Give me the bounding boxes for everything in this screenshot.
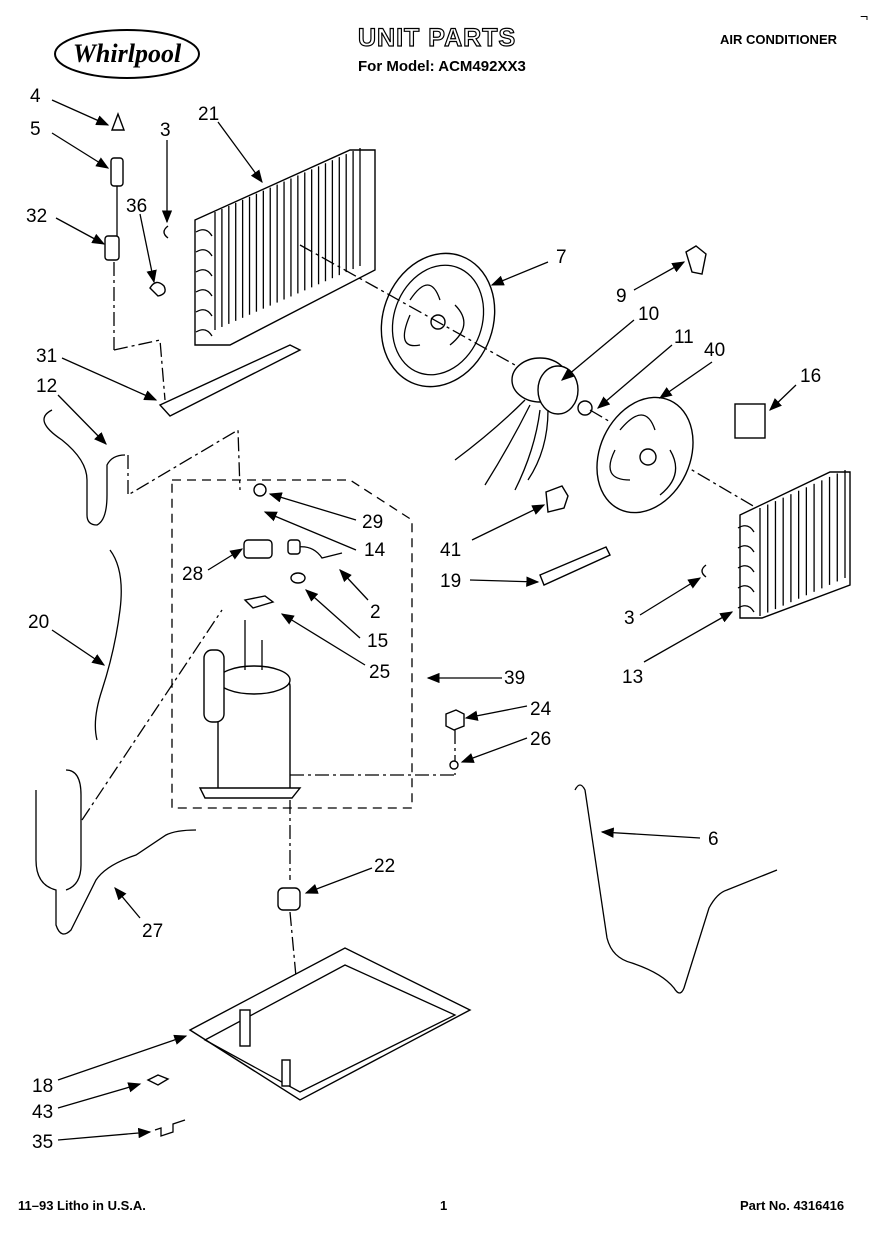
- heater-harness: [94, 549, 122, 741]
- callout-22: 22: [374, 856, 395, 877]
- leader-lines: [51, 99, 797, 1141]
- compressor-grommet: [277, 887, 301, 911]
- whirlpool-logo: Whirlpool: [54, 29, 200, 79]
- callout-39: 39: [504, 668, 525, 689]
- service-valve-assembly: [104, 112, 126, 350]
- callout-numbers: 4 5 32 3 36 21 7 9 10 11 40 16 31 12 29 …: [26, 86, 821, 1153]
- grommet-part: [290, 572, 306, 584]
- clip-part-36: [149, 281, 166, 297]
- clip-part-3b: [701, 564, 707, 578]
- callout-14: 14: [364, 540, 386, 561]
- callout-13: 13: [622, 667, 643, 688]
- screw-part: [146, 1074, 170, 1086]
- callout-25: 25: [369, 662, 390, 683]
- callout-2: 2: [370, 602, 381, 623]
- callout-7: 7: [556, 247, 567, 268]
- callout-3: 3: [160, 120, 171, 141]
- callout-9: 9: [616, 286, 627, 307]
- callout-32: 32: [26, 206, 47, 227]
- callout-29: 29: [362, 512, 383, 533]
- footer-print-info: 11–93 Litho in U.S.A.: [18, 1198, 146, 1213]
- nut-part: [253, 483, 267, 497]
- callout-16: 16: [800, 366, 821, 387]
- washer-part: [449, 760, 459, 770]
- strap-part: [154, 1119, 186, 1137]
- callout-4: 4: [30, 86, 41, 107]
- compressor-assembly-box: [171, 479, 413, 809]
- callout-18: 18: [32, 1076, 53, 1097]
- callout-19: 19: [440, 571, 461, 592]
- callout-24: 24: [530, 699, 552, 720]
- page-title: UNIT PARTS: [357, 23, 517, 52]
- callout-43: 43: [32, 1102, 53, 1123]
- callout-10: 10: [638, 304, 659, 325]
- callout-40: 40: [704, 340, 725, 361]
- evaporator-drain-tray: [158, 344, 302, 417]
- callout-26: 26: [530, 729, 551, 750]
- terminal-cover: [243, 539, 273, 559]
- fan-motor: [454, 357, 593, 491]
- model-line: For Model: ACM492XX3: [358, 58, 526, 75]
- category-label: AIR CONDITIONER: [720, 32, 837, 47]
- drain-tube: [574, 784, 778, 994]
- callout-36: 36: [126, 196, 147, 217]
- callout-28: 28: [182, 564, 203, 585]
- suction-tube: [43, 409, 126, 526]
- base-pan: [188, 947, 472, 1101]
- callout-15: 15: [367, 631, 388, 652]
- callout-41: 41: [440, 540, 461, 561]
- overload-protector: [287, 539, 301, 555]
- callout-20: 20: [28, 612, 49, 633]
- compressor: [198, 620, 302, 799]
- corner-mark: ¬: [860, 8, 869, 24]
- compressor-nut: [445, 709, 465, 731]
- footer-part-number: Part No. 4316416: [740, 1198, 845, 1213]
- callout-27: 27: [142, 921, 163, 942]
- wire-clip: [545, 485, 569, 513]
- clip-part: [163, 225, 169, 239]
- terminal-gasket: [243, 595, 275, 609]
- brand-wordmark: Whirlpool: [73, 39, 182, 68]
- footer-page-number: 1: [440, 1198, 448, 1213]
- callout-11: 11: [674, 327, 694, 348]
- condenser-coil: [737, 470, 851, 619]
- callout-12: 12: [36, 376, 57, 397]
- callout-3b: 3: [624, 608, 635, 629]
- insulation-strip: [539, 546, 611, 586]
- callout-35: 35: [32, 1132, 53, 1153]
- callout-31: 31: [36, 346, 57, 367]
- evaporator-coil: [194, 148, 376, 346]
- condenser-fan-blade: [596, 396, 694, 514]
- blower-wheel: [380, 252, 496, 388]
- callout-21: 21: [198, 104, 219, 125]
- foam-block: [734, 403, 766, 439]
- discharge-tube: [35, 790, 197, 935]
- callout-6: 6: [708, 829, 719, 850]
- callout-5: 5: [30, 119, 41, 140]
- bracket-part: [685, 245, 707, 275]
